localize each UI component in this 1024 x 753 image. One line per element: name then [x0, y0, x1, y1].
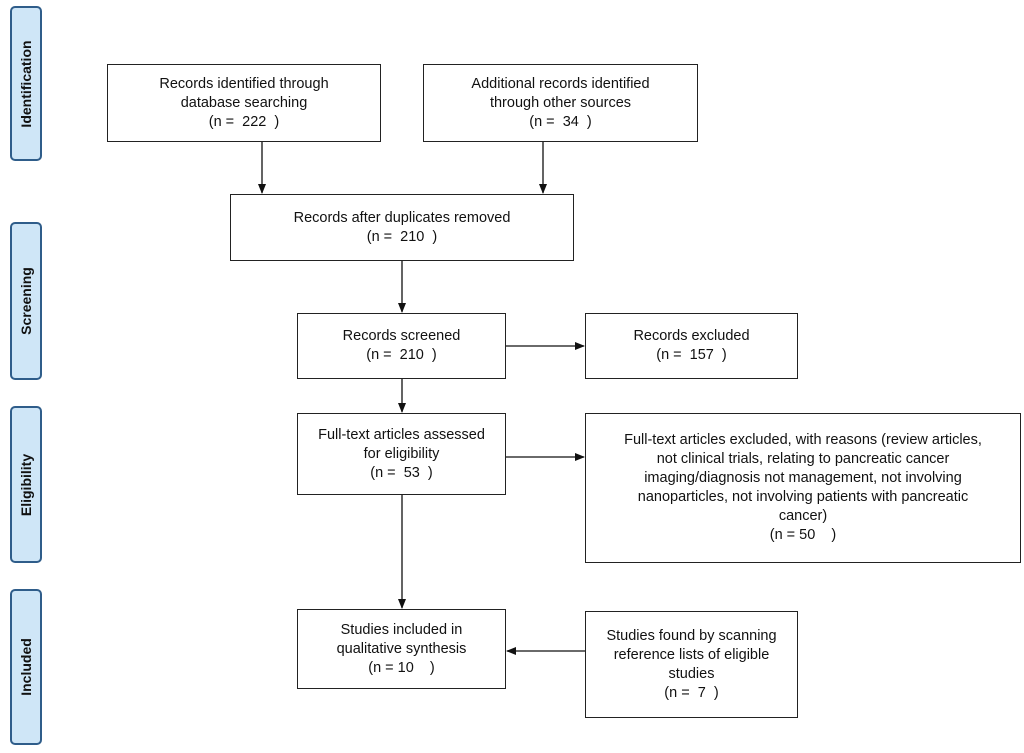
box-studies-included: Studies included in qualitative synthesi…: [297, 609, 506, 689]
box-database-search: Records identified through database sear…: [107, 64, 381, 142]
box-line: qualitative synthesis: [336, 640, 467, 657]
box-line: reference lists of eligible: [613, 646, 770, 663]
box-line: through other sources: [489, 94, 632, 111]
box-count: (n = 7 ): [664, 684, 719, 701]
box-reference-lists: Studies found by scanning reference list…: [585, 611, 798, 718]
box-line: database searching: [180, 94, 308, 111]
box-other-sources: Additional records identified through ot…: [423, 64, 698, 142]
box-line: Additional records identified: [471, 75, 650, 92]
box-line: cancer): [778, 508, 828, 524]
box-count: (n = 34 ): [529, 113, 592, 130]
box-duplicates-removed: Records after duplicates removed (n = 21…: [230, 194, 574, 261]
box-line: Records excluded: [633, 328, 750, 344]
box-line: not clinical trials, relating to pancrea…: [656, 451, 950, 467]
box-count: (n = 210 ): [366, 228, 438, 245]
stage-included: Included: [10, 589, 42, 745]
box-line: Records screened: [342, 328, 461, 344]
box-line: Records after duplicates removed: [293, 209, 511, 226]
box-records-screened: Records screened (n = 210 ): [297, 313, 506, 379]
box-count: (n = 210 ): [366, 347, 437, 363]
box-line: for eligibility: [363, 445, 440, 462]
box-line: studies: [668, 665, 715, 682]
box-line: Full-text articles excluded, with reason…: [624, 432, 982, 448]
box-count: (n = 157 ): [656, 347, 727, 363]
box-line: Studies found by scanning: [606, 627, 777, 644]
stage-identification: Identification: [10, 6, 42, 161]
box-count: (n = 53 ): [370, 464, 433, 481]
box-records-excluded: Records excluded (n = 157 ): [585, 313, 798, 379]
box-count: (n = 222 ): [208, 113, 280, 130]
box-fulltext-assessed: Full-text articles assessed for eligibil…: [297, 413, 506, 495]
box-count: (n = 50 ): [769, 527, 837, 543]
box-line: imaging/diagnosis not management, not in…: [644, 470, 962, 486]
stage-screening: Screening: [10, 222, 42, 380]
stage-eligibility: Eligibility: [10, 406, 42, 563]
box-line: Full-text articles assessed: [318, 426, 485, 443]
box-fulltext-excluded: Full-text articles excluded, with reason…: [585, 413, 1021, 563]
box-line: Studies included in: [340, 621, 463, 638]
box-count: (n = 10 ): [368, 659, 435, 676]
box-line: nanoparticles, not involving patients wi…: [637, 489, 969, 505]
box-line: Records identified through: [159, 75, 329, 92]
